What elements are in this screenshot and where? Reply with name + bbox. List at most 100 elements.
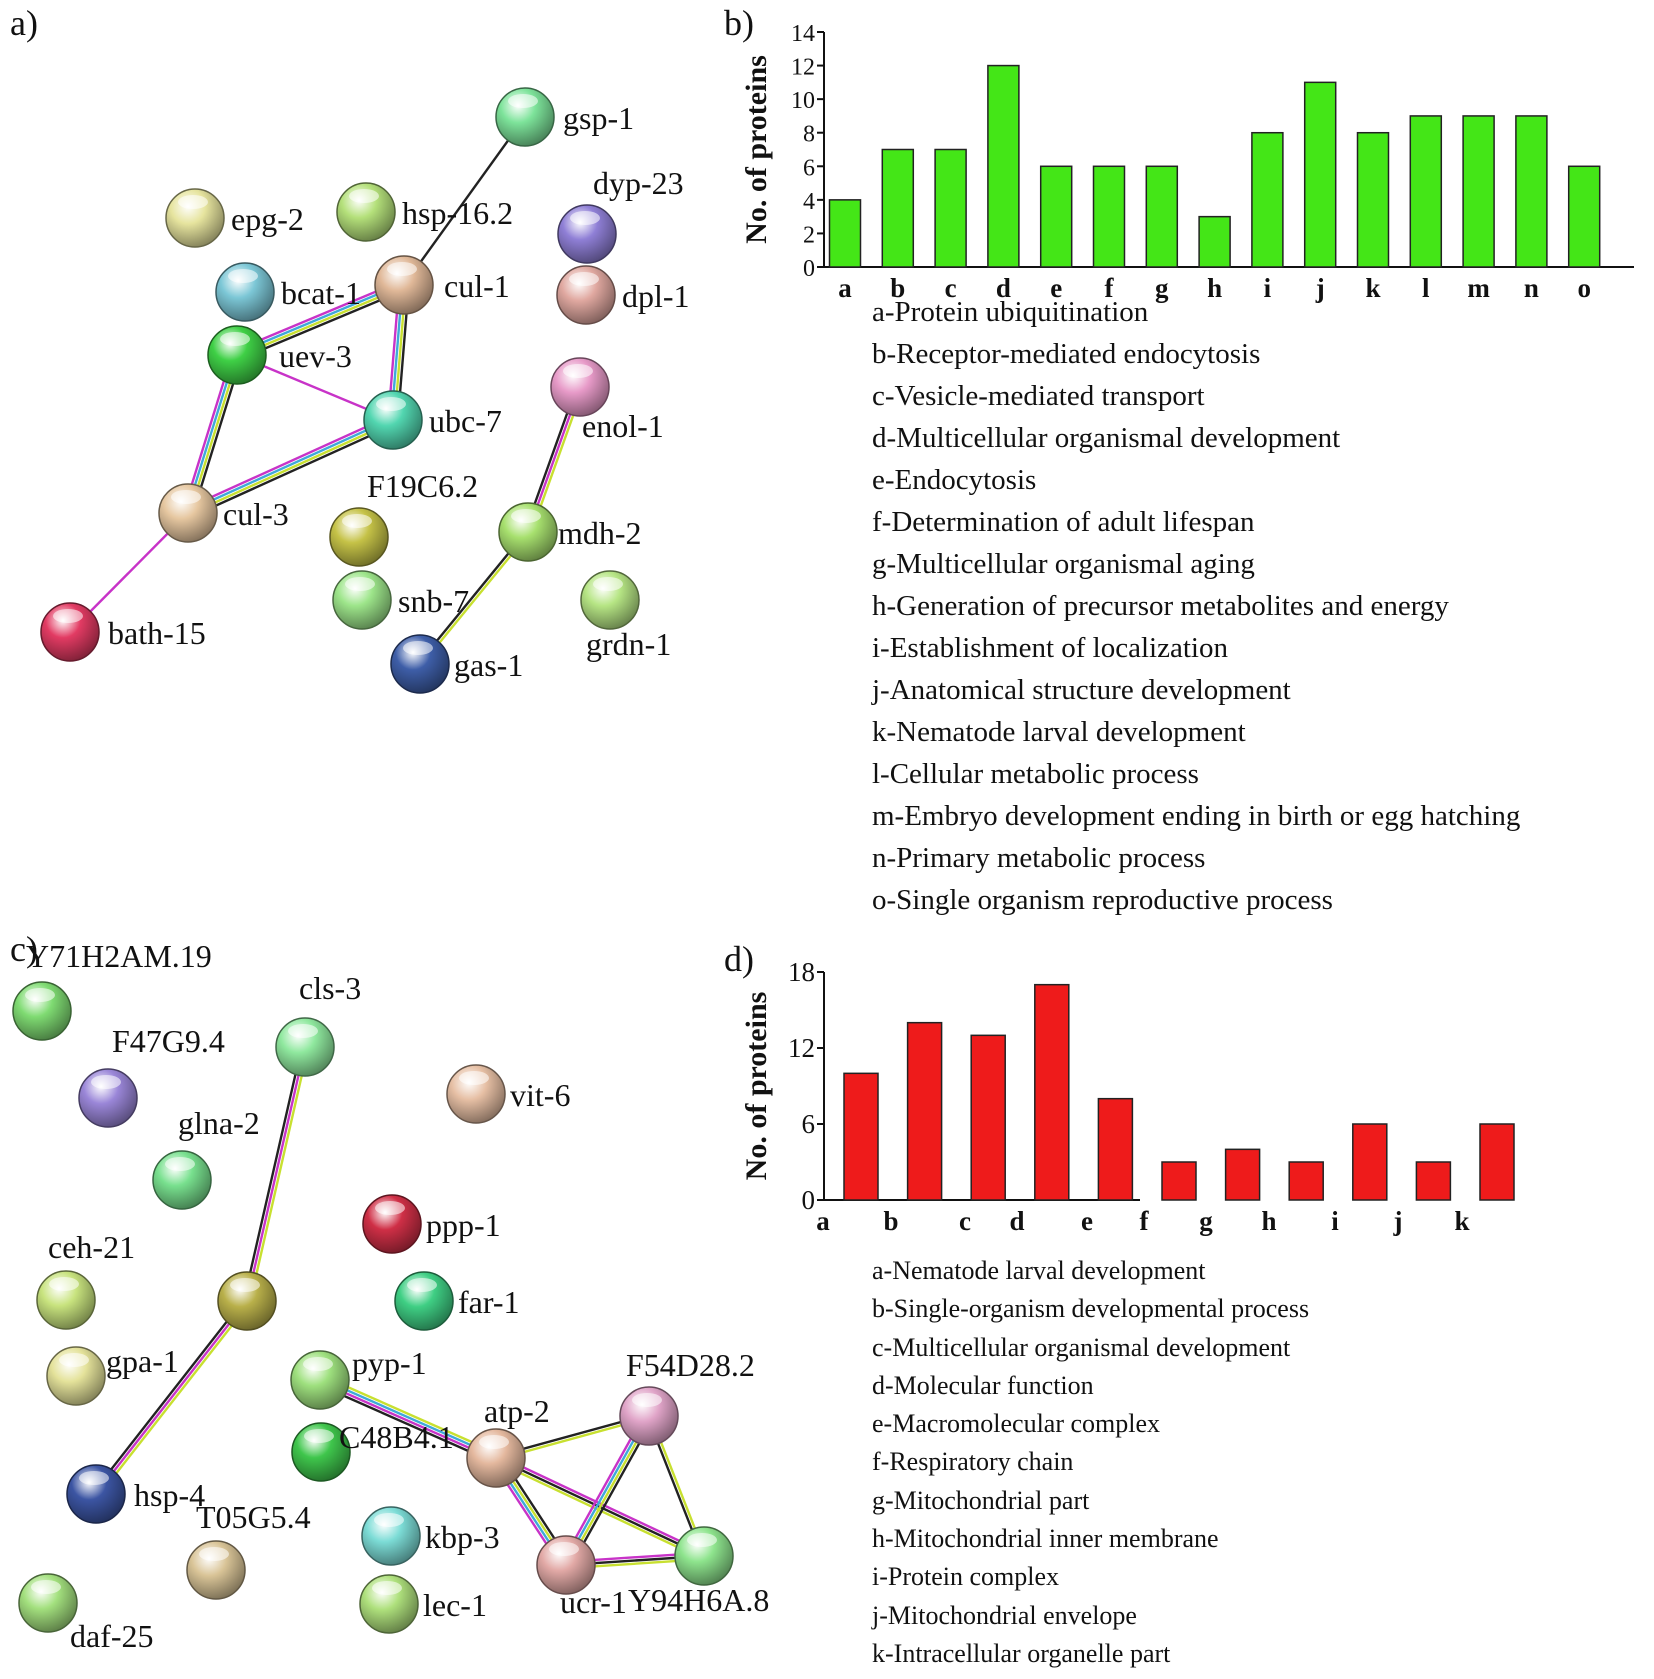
chart-b-x-tick-label: h [1207,273,1222,303]
net-a-node-highlight [220,332,250,346]
net-c-node-lec-1: lec-1 [359,1574,487,1634]
chart-b-x-tick-label: e [1050,273,1062,303]
net-a-node-highlight [178,195,208,209]
legend-d-item: k-Intracellular organelle part [872,1638,1171,1668]
net-a-node-highlight [563,364,593,378]
legend-d-item: f-Respiratory chain [872,1447,1074,1477]
chart-d-x-tick-label: e [1081,1206,1093,1236]
net-c-node-label: Y94H6A.8 [628,1582,769,1618]
chart-b-bars [828,64,1601,268]
net-c-node-label: Y71H2AM.19 [26,938,212,974]
net-a-node-label: enol-1 [582,408,664,444]
net-c-node-far-1: far-1 [394,1271,520,1331]
net-a-edge-1-3 [234,279,403,352]
net-a-node-F19C6.2: F19C6.2 [329,468,478,567]
chart-b-bar-k [1356,131,1390,268]
net-a-node-gas-1: gas-1 [390,634,523,694]
chart-d-bar-a [843,1072,879,1201]
panel-letter-d: d) [724,939,754,979]
chart-d-bar-i [1352,1123,1388,1201]
net-a-node-highlight [228,269,258,283]
net-a-node-highlight [342,514,372,528]
net-c-node-kbp-3: kbp-3 [361,1506,500,1566]
net-c-node-atp-2: atp-2 [466,1393,550,1488]
net-a-node-label: bcat-1 [281,275,361,311]
net-c-node-highlight [230,1278,260,1292]
chart-b-y-tick-label: 8 [803,122,815,148]
legend-d-item: j-Mitochondrial envelope [872,1600,1137,1630]
net-a-node-hsp-16.2: hsp-16.2 [336,182,513,242]
net-c-node-label: ppp-1 [426,1207,501,1243]
net-a-node-dyp-23: dyp-23 [557,165,684,264]
chart-b-x-tick-label: l [1422,273,1430,303]
net-a-edge-5-3 [185,414,392,510]
net-a-node-label: cul-3 [223,496,289,532]
net-c-node-label: lec-1 [423,1587,487,1623]
net-c-node-highlight [372,1581,402,1595]
chart-d-y-tick-label: 12 [788,1033,815,1063]
chart-d-bar-e [1097,1097,1134,1201]
net-c-node-ppp-1: ppp-1 [362,1194,501,1254]
legend-b-item: j-Anatomical structure development [872,674,1291,706]
chart-d-bar-h [1288,1161,1324,1201]
chart-b-bar-g [1145,165,1179,268]
chart-d-x-tick-label: i [1331,1206,1339,1236]
legend-b-item: o-Single organism reproductive process [872,884,1333,916]
chart-b-bar-l [1409,115,1443,268]
net-a-node-snb-7: snb-7 [332,570,469,630]
chart-b-y-tick-label: 4 [803,189,815,215]
legend-b-item: e-Endocytosis [872,464,1037,496]
network-c: Y71H2AM.19cls-3F47G9.4vit-6glna-2ppp-1ce… [12,938,769,1654]
legend-d-item: a-Nematode larval development [872,1256,1206,1285]
chart-b-bar-e [1039,165,1073,268]
net-c-node-glna-2: glna-2 [152,1105,260,1210]
chart-b-bar-b [881,148,915,268]
legend-b-item: k-Nematode larval development [872,716,1246,748]
net-c-edge-2-3 [317,1383,495,1464]
net-c-nodes: Y71H2AM.19cls-3F47G9.4vit-6glna-2ppp-1ce… [12,938,769,1654]
net-c-edge-1-2 [92,1298,246,1493]
net-c-node-highlight [549,1542,579,1556]
chart-d-bar-g [1224,1148,1261,1201]
net-a-edge-5-0 [189,423,396,519]
chart-d-y-tick-label: 18 [788,957,815,987]
net-c-node-label: far-1 [458,1284,520,1320]
net-a-node-bcat-1: bcat-1 [215,262,361,322]
legend-b-item: m-Embryo development ending in birth or … [872,800,1521,832]
net-a-edge-1-0 [238,288,407,361]
legend-d: a-Nematode larval development b-Single-or… [872,1256,1310,1679]
net-c-node-highlight [79,1471,109,1485]
net-c-node-C48B4.1: C48B4.1 [291,1419,454,1482]
chart-b-bar-h [1198,215,1231,268]
net-c-node-pyp-1: pyp-1 [290,1345,427,1410]
chart-d-bar-f [1161,1161,1197,1201]
net-c-node-unlabeled [217,1271,277,1331]
net-c-node-highlight [687,1533,717,1547]
chart-d-y-axis-label: No. of proteins [740,992,773,1181]
legend-d-item: g-Mitochondrial part [872,1485,1090,1515]
net-c-node-highlight [91,1075,121,1089]
net-a-node-label: uev-3 [279,338,352,374]
chart-b-y-tick-label: 6 [803,155,815,181]
net-a-node-cul-3: cul-3 [158,483,289,543]
panel-letter-a: a) [10,3,38,43]
net-a-edge-1-1 [237,285,406,358]
chart-b-bar-o [1567,165,1601,268]
net-c-node-F47G9.4: F47G9.4 [78,1023,225,1128]
chart-b-x-tick-label: m [1467,273,1490,303]
net-c-edge-1-1 [95,1300,248,1495]
legend-d-item: b-Single-organism developmental process [872,1294,1310,1324]
net-c-edge-0-0 [248,1047,310,1302]
chart-d-bar-b [906,1021,943,1201]
chart-d-x-tick-label: g [1199,1206,1213,1236]
chart-b-x-tick-label: c [945,273,957,303]
net-a-node-gsp-1: gsp-1 [495,87,634,147]
net-c-node-highlight [374,1513,404,1527]
legend-b-item: f-Determination of adult lifespan [872,506,1255,538]
legend-d-item: h-Mitochondrial inner membrane [872,1524,1219,1554]
net-a-node-grdn-1: grdn-1 [580,570,671,662]
